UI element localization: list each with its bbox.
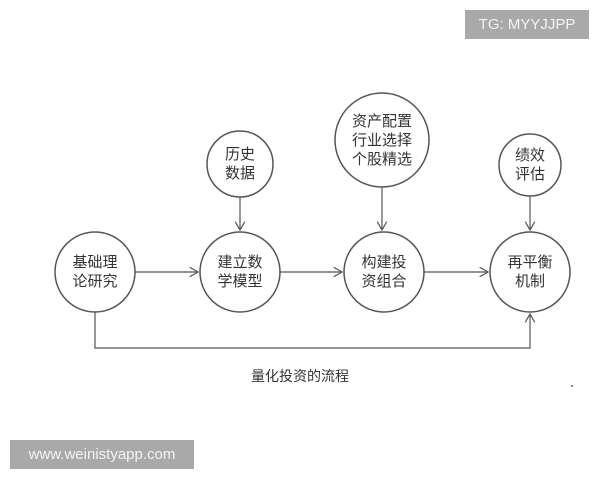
watermark-top-right: TG: MYYJJPP <box>465 10 589 39</box>
node-circle-rebalance <box>489 231 571 313</box>
node-history: 历史 数据 <box>224 145 255 182</box>
node-model: 建立数 学模型 <box>217 253 263 290</box>
node-allocation: 资产配置 行业选择 个股精选 <box>351 111 412 168</box>
node-evaluation: 绩效 评估 <box>514 146 545 183</box>
watermark-bottom-left: www.weinistyapp.com <box>10 440 194 469</box>
node-theory: 基础理 论研究 <box>72 253 118 290</box>
node-portfolio: 构建投 资组合 <box>361 253 407 290</box>
diagram-caption: 量化投资的流程 <box>251 369 349 385</box>
node-rebalance: 再平衡 机制 <box>507 253 553 290</box>
edge-feedback-theory-rebalance <box>94 312 530 349</box>
stray-dot <box>571 385 573 387</box>
